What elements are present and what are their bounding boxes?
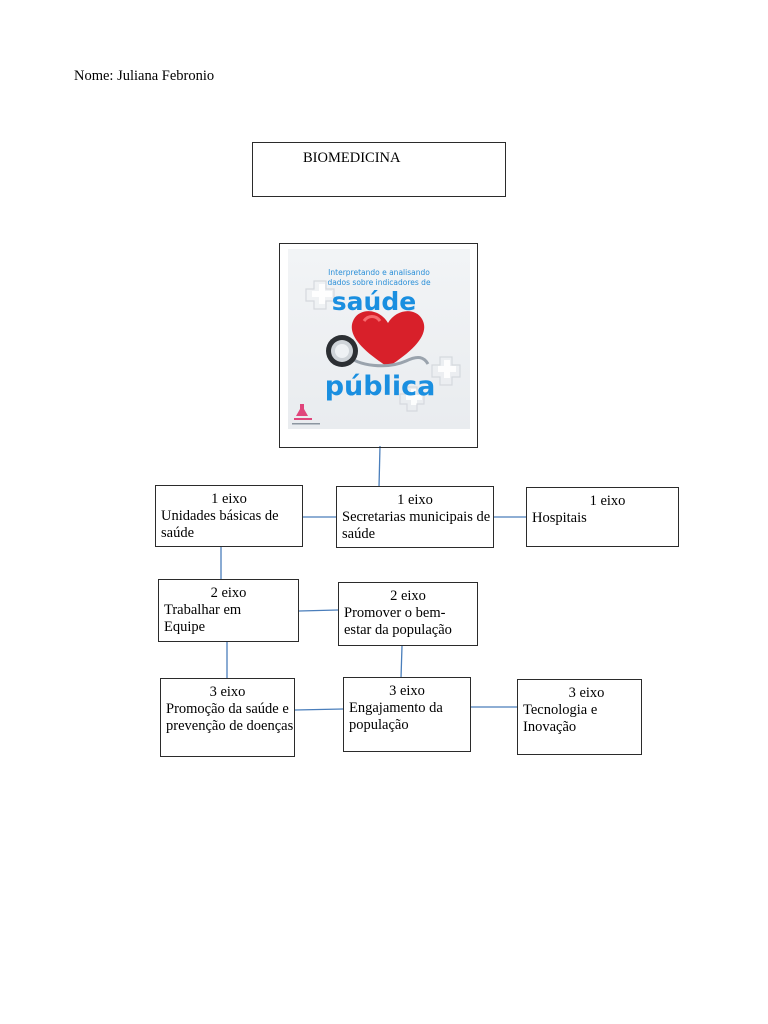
node-sms-body: Secretarias municipais de saúde [342,509,491,542]
node-unidades-basicas: 1 eixo Unidades básicas de saúde [155,485,303,547]
connector-image-to-sms [378,445,381,488]
node-secretarias: 1 eixo Secretarias municipais de saúde [336,486,494,548]
image-caption-line1: Interpretando e analisando [328,268,430,277]
connector-bemestar-engaj [400,645,403,679]
node-tecnologia: 3 eixo Tecnologia e Inovação [517,679,642,755]
node-promocao-saude: 3 eixo Promoção da saúde e prevenção de … [160,678,295,757]
image-caption-line2: dados sobre indicadores de [327,278,431,287]
node-engaj-head: 3 eixo [389,683,425,699]
node-bemestar-body: Promover o bem-estar da população [344,605,452,638]
node-hosp-head: 1 eixo [589,493,626,509]
node-bem-estar: 2 eixo Promover o bem-estar da população [338,582,478,646]
health-image-frame: Interpretando e analisando dados sobre i… [279,243,478,448]
connector-equipe-bemestar [298,609,339,612]
node-engajamento: 3 eixo Engajamento da população [343,677,471,752]
node-ubs-head: 1 eixo [211,491,247,507]
node-hospitais: 1 eixo Hospitais [526,487,679,547]
image-word-publica: pública [325,371,436,402]
title-text: BIOMEDICINA [303,150,401,166]
node-promocao-head: 3 eixo [209,684,246,700]
node-tec-head: 3 eixo [568,685,605,701]
node-engaj-body: Engajamento da população [349,700,443,733]
saude-publica-image: Interpretando e analisando dados sobre i… [288,249,470,429]
author-name: Nome: Juliana Febronio [74,68,215,84]
connector-promocao-engaj [294,708,344,711]
node-bemestar-head: 2 eixo [390,588,426,604]
node-tec-body: Tecnologia e Inovação [523,702,598,735]
node-ubs-body: Unidades básicas de saúde [161,508,279,541]
stethoscope-icon [326,335,430,368]
node-trabalhar-equipe: 2 eixo Trabalhar em Equipe [158,579,299,642]
flask-logo-icon [292,404,320,425]
node-promocao-body: Promoção da saúde e prevenção de doenças [166,701,294,734]
node-equipe-head: 2 eixo [210,585,247,601]
node-equipe-body: Trabalhar em Equipe [164,602,242,635]
node-sms-head: 1 eixo [397,492,433,508]
heart-icon [351,311,425,367]
node-hosp-body: Hospitais [532,510,587,526]
image-word-saude: saúde [332,287,416,316]
title-box: BIOMEDICINA [252,142,506,197]
